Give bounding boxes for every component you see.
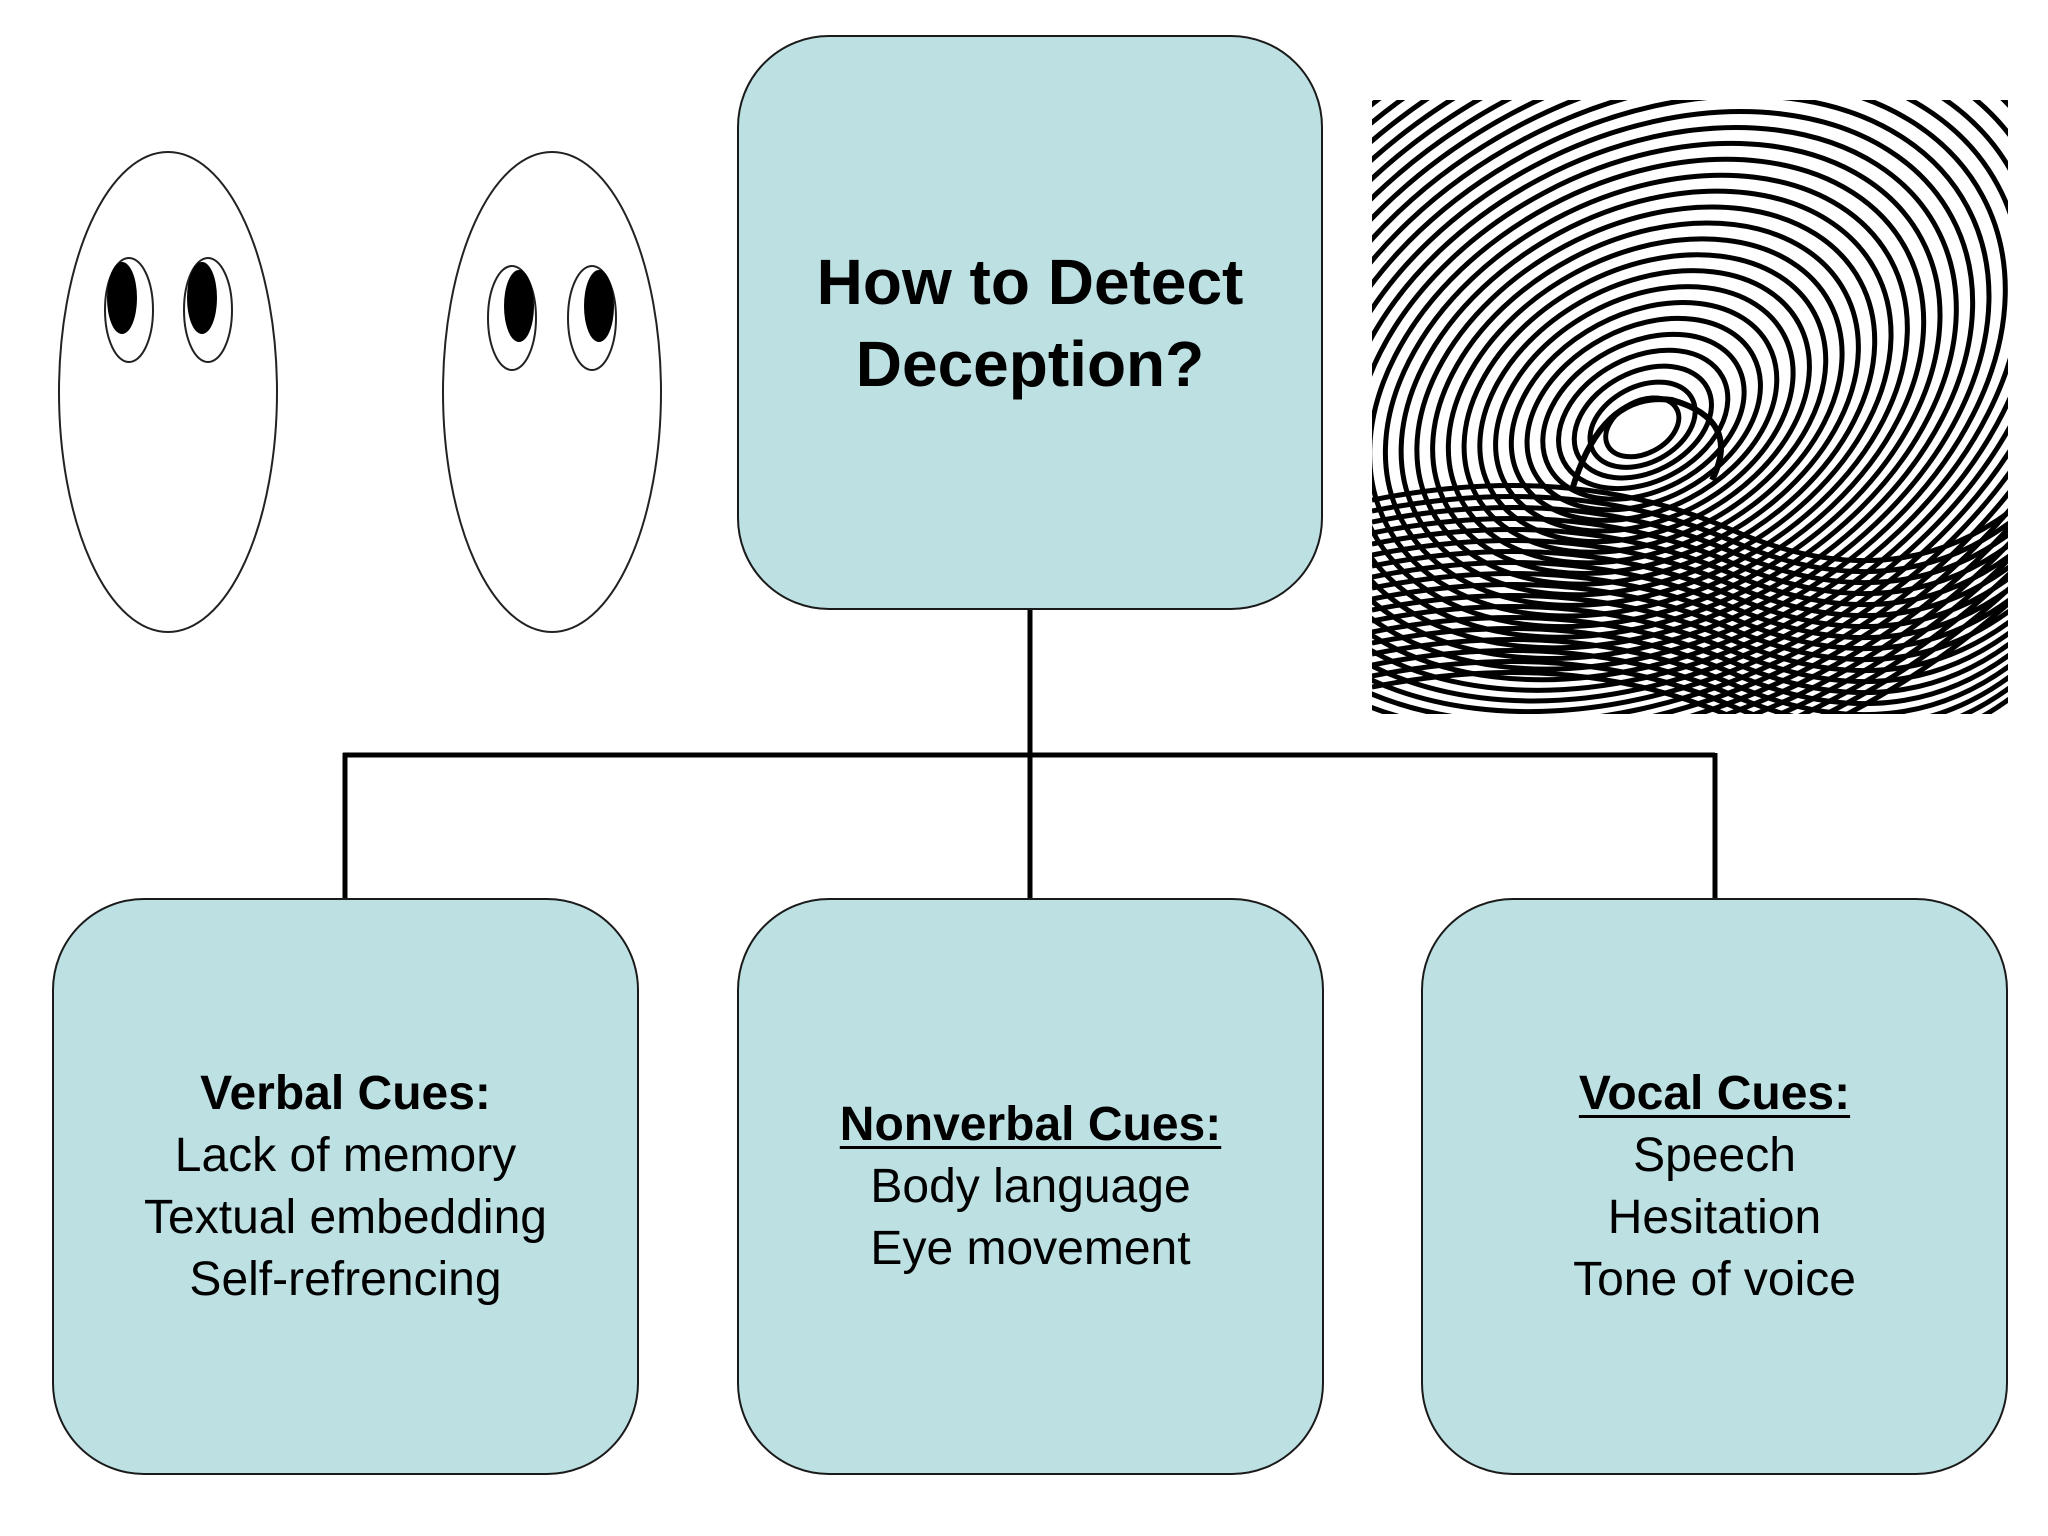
fingerprint-ridge [1372, 570, 2008, 652]
vocal-cue-item: Hesitation [1607, 1190, 1822, 1244]
fingerprint-ridge [1372, 100, 2008, 704]
nonverbal-cue-item: Eye movement [870, 1221, 1191, 1275]
fingerprint-ridge [1372, 636, 2008, 714]
fingerprint-ridge [1524, 315, 1763, 513]
fingerprint-ridge [1372, 625, 2008, 707]
fingerprint-ridge [1372, 100, 1992, 661]
pupil-right [584, 270, 614, 342]
fingerprint-ridge [1540, 331, 1747, 502]
face-outline [442, 151, 662, 633]
fingerprint-ridge [1414, 204, 1878, 587]
fingerprint-ridge [1372, 100, 2008, 683]
fingerprint-ridge [1372, 100, 2008, 714]
fingerprint-ridge [1372, 647, 2008, 714]
fingerprint-ridge [1372, 614, 2008, 696]
fingerprint-ridges [1372, 100, 2008, 714]
root-title: How to Detect Deception? [816, 245, 1244, 400]
fingerprint-ridge [1372, 504, 2008, 586]
verbal-cues-node: Verbal Cues: Lack of memory Textual embe… [52, 898, 639, 1475]
fingerprint-ridge [1372, 109, 1976, 651]
fingerprint-ridge [1372, 100, 2008, 714]
fingerprint-ridge [1372, 658, 2008, 714]
fingerprint-ridge [1372, 603, 2008, 685]
fingerprint-ridge [1508, 300, 1780, 523]
fingerprint-ridge [1587, 379, 1698, 470]
fingerprint-ridge [1372, 100, 2008, 714]
vocal-cues-heading: Vocal Cues: [1578, 1066, 1851, 1120]
fingerprint-ridge [1372, 482, 2008, 564]
verbal-cue-item: Self-refrencing [189, 1252, 502, 1306]
fingerprint-ridge [1382, 172, 1910, 608]
fingerprint-ridge [1372, 515, 2008, 597]
vocal-cue-item: Tone of voice [1573, 1252, 1856, 1306]
pupil-left [504, 270, 534, 342]
fingerprint-ridge [1571, 363, 1714, 481]
verbal-cue-item: Textual embedding [144, 1190, 547, 1244]
fingerprint-icon [1372, 100, 2008, 714]
root-node: How to Detect Deception? [737, 35, 1323, 610]
fingerprint-ridge [1372, 559, 2008, 641]
face-outline [58, 151, 278, 633]
pupil-left [107, 262, 137, 334]
nonverbal-cues-node: Nonverbal Cues: Body language Eye moveme… [737, 898, 1324, 1475]
fingerprint-core [1569, 396, 1724, 491]
fingerprint-ridge [1372, 581, 2008, 663]
nonverbal-cues-heading: Nonverbal Cues: [839, 1097, 1222, 1151]
fingerprint-ridge [1372, 526, 2008, 608]
fingerprint-ridge [1556, 347, 1731, 492]
left-face-icon [58, 151, 278, 633]
fingerprint-ridge [1372, 592, 2008, 674]
fingerprint-ridge [1372, 537, 2008, 619]
verbal-cues-heading: Verbal Cues: [200, 1066, 491, 1120]
right-face-icon [442, 151, 662, 633]
pupil-right [187, 262, 217, 334]
vocal-cues-node: Vocal Cues: Speech Hesitation Tone of vo… [1421, 898, 2008, 1475]
verbal-cue-item: Lack of memory [174, 1128, 517, 1182]
fingerprint-ridge [1372, 493, 2008, 575]
nonverbal-cue-item: Body language [870, 1159, 1191, 1213]
fingerprint-ridge [1372, 548, 2008, 630]
fingerprint-ridge [1372, 669, 2008, 714]
vocal-cue-item: Speech [1633, 1128, 1796, 1182]
fingerprint-ridge [1372, 100, 2008, 714]
